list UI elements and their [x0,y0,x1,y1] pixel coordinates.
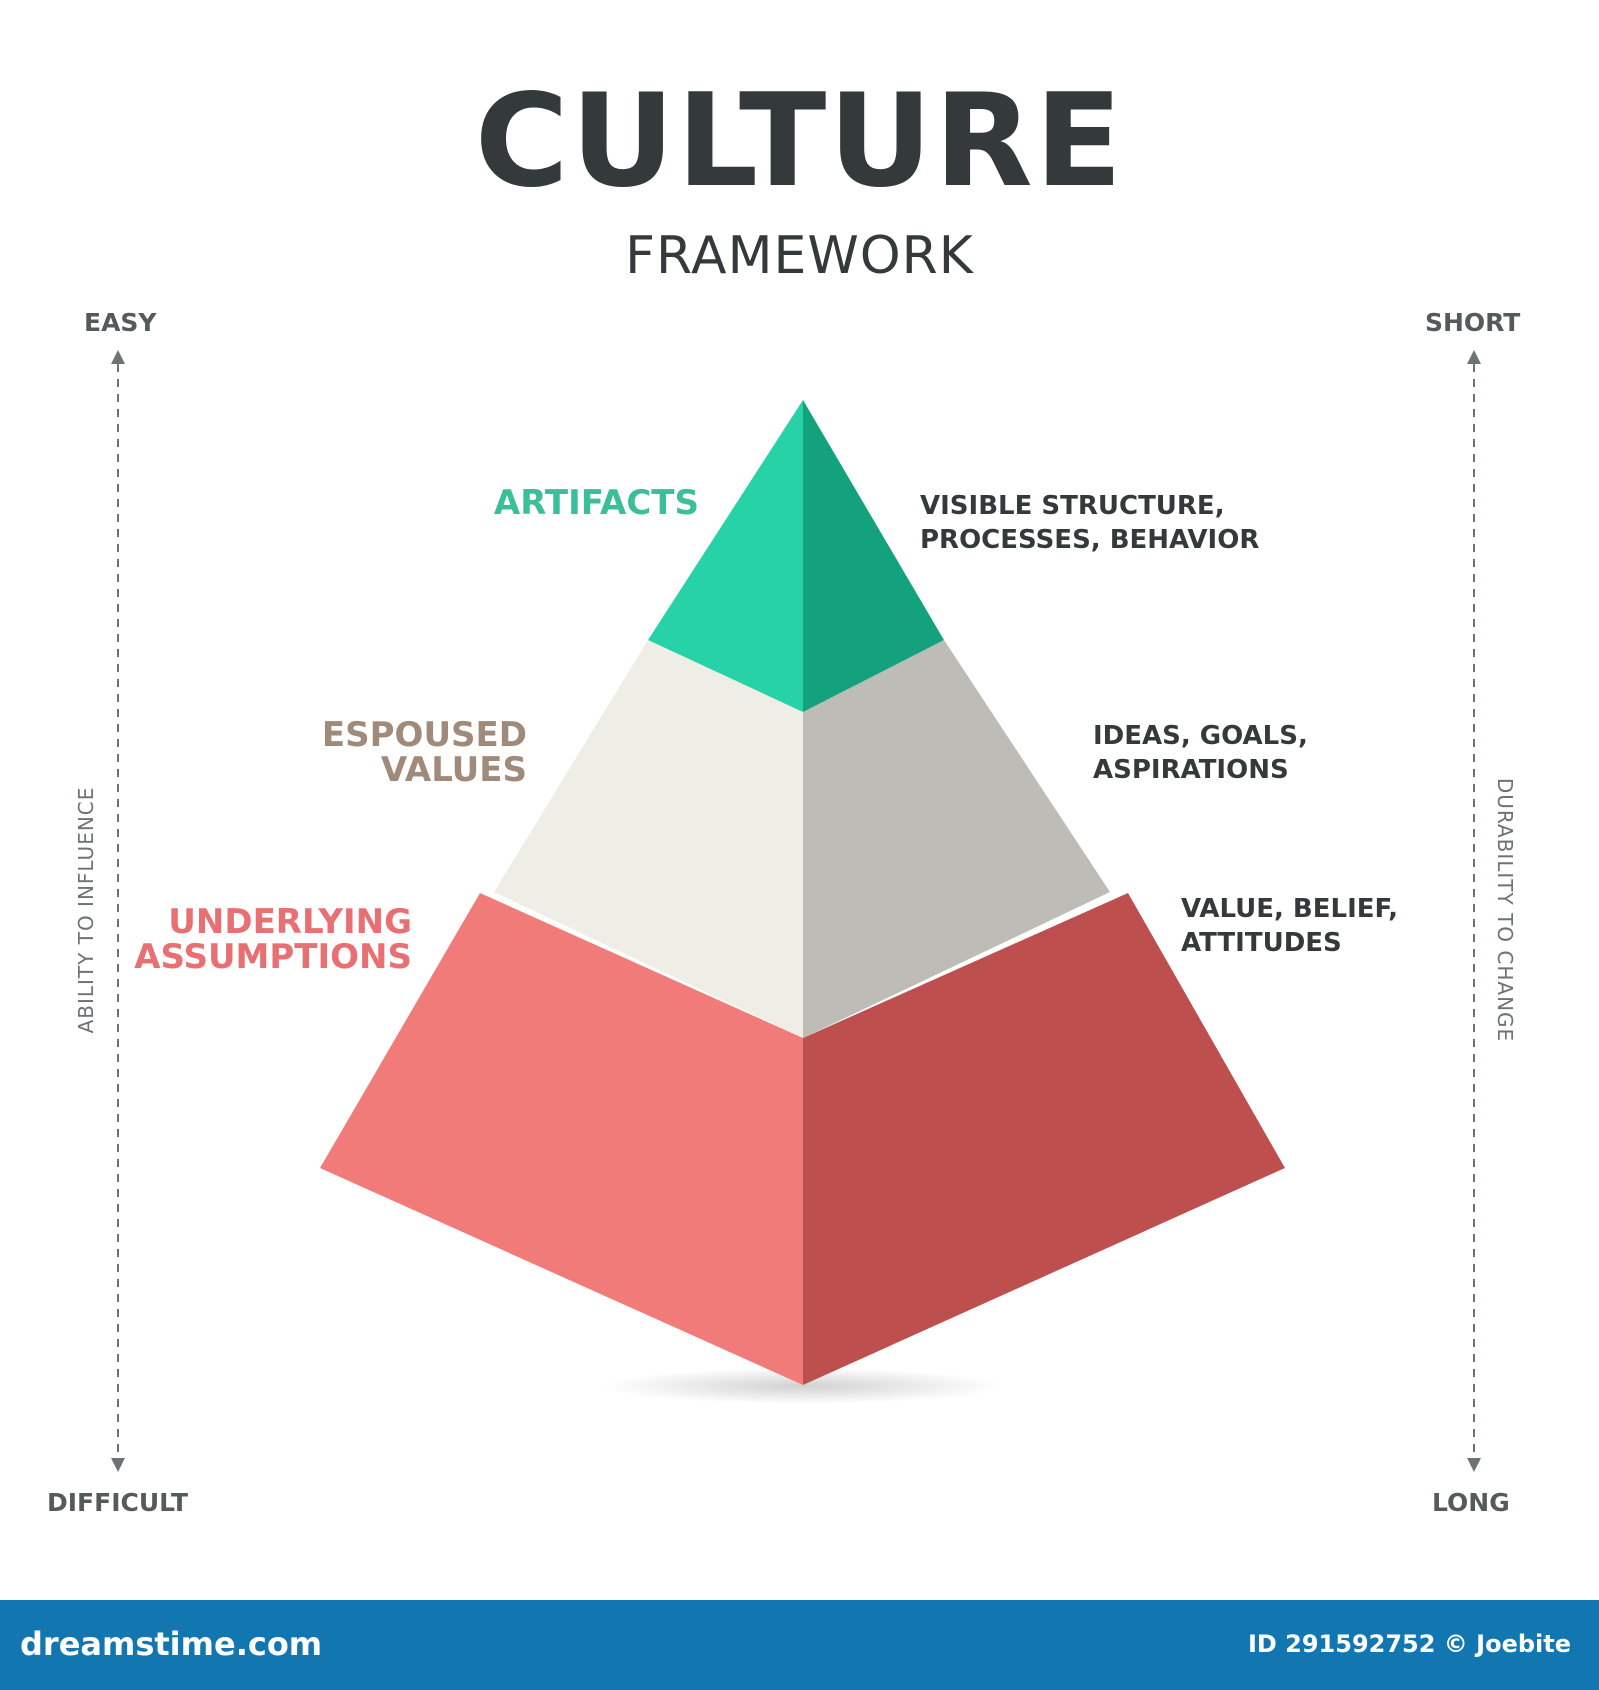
right-axis-top-label: SHORT [1425,308,1521,337]
bottom-layer-left-face [320,893,803,1385]
footer-image-id: ID 291592752 © Joebite [1247,1630,1571,1658]
layer-name-line: ESPOUSED [321,715,527,755]
layer-name-line: ASSUMPTIONS [134,937,412,978]
page-title: CULTURE [474,67,1125,216]
middle-layer-left-face [494,640,803,1038]
layer-desc-underlying-assumptions: VALUE, BELIEF,ATTITUDES [1181,893,1398,961]
top-layer-left-face [648,400,803,712]
layer-desc-line: VALUE, BELIEF, [1181,894,1398,924]
right-axis-down-arrow-icon [1467,1458,1481,1472]
left-axis-down-arrow-icon [111,1458,125,1472]
pyramid-diagram [111,350,1481,1472]
footer-brand-left: dre [20,1625,81,1663]
layer-desc-line: IDEAS, GOALS, [1093,721,1308,751]
layer-desc-line: PROCESSES, BEHAVIOR [920,524,1260,555]
layer-desc-line: VISIBLE STRUCTURE, [920,491,1225,521]
footer-brand-right: amstime.com [80,1625,323,1663]
layer-name-line: UNDERLYING [168,902,412,942]
layer-name-artifacts: ARTIFACTS [493,483,699,523]
footer-bar [0,1600,1599,1690]
left-axis-bottom-label: DIFFICULT [47,1488,189,1517]
layer-name-line: VALUES [380,750,527,791]
layer-desc-artifacts: VISIBLE STRUCTURE,PROCESSES, BEHAVIOR [920,490,1259,558]
page-subtitle: FRAMEWORK [625,226,974,286]
footer-brand[interactable]: dreamstime.com [20,1628,322,1660]
pyramid-shadow [603,1368,1003,1404]
right-axis-bottom-label: LONG [1432,1488,1510,1517]
layer-desc-espoused-values: IDEAS, GOALS,ASPIRATIONS [1093,720,1308,788]
layer-desc-line: ATTITUDES [1181,927,1342,958]
left-axis-top-label: EASY [84,308,157,337]
layer-name-line: ARTIFACTS [493,483,699,523]
middle-layer-right-face [803,640,1110,1038]
right-axis-up-arrow-icon [1467,350,1481,364]
bottom-layer-right-face [803,893,1285,1385]
left-axis-up-arrow-icon [111,350,125,364]
layer-desc-line: ASPIRATIONS [1093,754,1289,785]
top-layer-right-face [803,400,944,712]
